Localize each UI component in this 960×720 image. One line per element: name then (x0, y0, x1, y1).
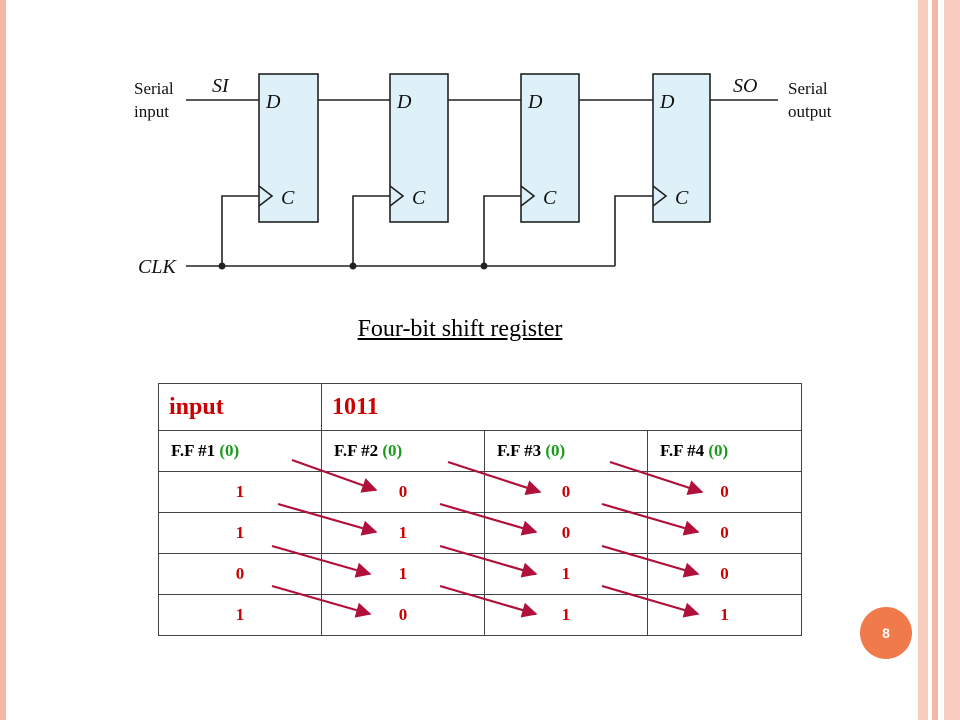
flip-flop-4: D C (652, 73, 711, 223)
header-ff4: F.F #4 (0) (647, 430, 802, 472)
serial-input-label: Serial (134, 79, 174, 98)
slide-frame-right-inner (932, 0, 938, 720)
ff3-d-label: D (527, 91, 543, 113)
serial-output-label-2: output (788, 102, 832, 121)
ff2-d-label: D (396, 91, 412, 113)
cell-r3-c4: 0 (647, 553, 802, 595)
header-ff1: F.F #1 (0) (158, 430, 322, 472)
input-row: input 1011 (158, 383, 802, 431)
cell-r4-c1: 1 (158, 594, 322, 636)
cell-r1-c1: 1 (158, 471, 322, 513)
so-label: SO (733, 75, 757, 97)
cell-r3-c1: 0 (158, 553, 322, 595)
ff1-d-label: D (265, 91, 281, 113)
ff4-d-label: D (659, 91, 675, 113)
input-label-cell: input (158, 383, 322, 431)
serial-output-label: Serial (788, 79, 828, 98)
slide-frame-left (0, 0, 6, 720)
ff2-c-label: C (412, 187, 426, 209)
table-row: 1 1 0 0 (158, 512, 802, 554)
cell-r2-c2: 1 (321, 512, 485, 554)
header-row: F.F #1 (0) F.F #2 (0) F.F #3 (0) F.F #4 … (158, 430, 802, 472)
cell-r4-c2: 0 (321, 594, 485, 636)
cell-r3-c2: 1 (321, 553, 485, 595)
page-number-badge: 8 (860, 607, 912, 659)
slide-frame-right-outer (944, 0, 960, 720)
table-row: 1 0 0 0 (158, 471, 802, 513)
shift-table: input 1011 F.F #1 (0) F.F #2 (0) F.F #3 … (158, 383, 802, 636)
flip-flop-1: D C (258, 73, 319, 223)
ff1-c-label: C (281, 187, 295, 209)
cell-r4-c3: 1 (484, 594, 648, 636)
flip-flop-3: D C (520, 73, 580, 223)
clk-label: CLK (138, 256, 177, 278)
cell-r2-c1: 1 (158, 512, 322, 554)
cell-r4-c4: 1 (647, 594, 802, 636)
header-ff2: F.F #2 (0) (321, 430, 485, 472)
cell-r2-c4: 0 (647, 512, 802, 554)
shift-register-circuit: D C D C D C D C Serial input SI SO Seria… (134, 73, 832, 278)
header-ff3: F.F #3 (0) (484, 430, 648, 472)
ff3-c-label: C (543, 187, 557, 209)
ff4-c-label: C (675, 187, 689, 209)
serial-input-label-2: input (134, 102, 169, 121)
table-row: 0 1 1 0 (158, 553, 802, 595)
cell-r1-c2: 0 (321, 471, 485, 513)
diagram-caption: Four-bit shift register (357, 316, 563, 342)
flip-flop-2: D C (389, 73, 449, 223)
si-label: SI (212, 75, 230, 97)
cell-r1-c3: 0 (484, 471, 648, 513)
cell-r2-c3: 0 (484, 512, 648, 554)
slide-frame-right (918, 0, 928, 720)
cell-r3-c3: 1 (484, 553, 648, 595)
input-value-cell: 1011 (321, 383, 802, 431)
table-row: 1 0 1 1 (158, 594, 802, 636)
cell-r1-c4: 0 (647, 471, 802, 513)
